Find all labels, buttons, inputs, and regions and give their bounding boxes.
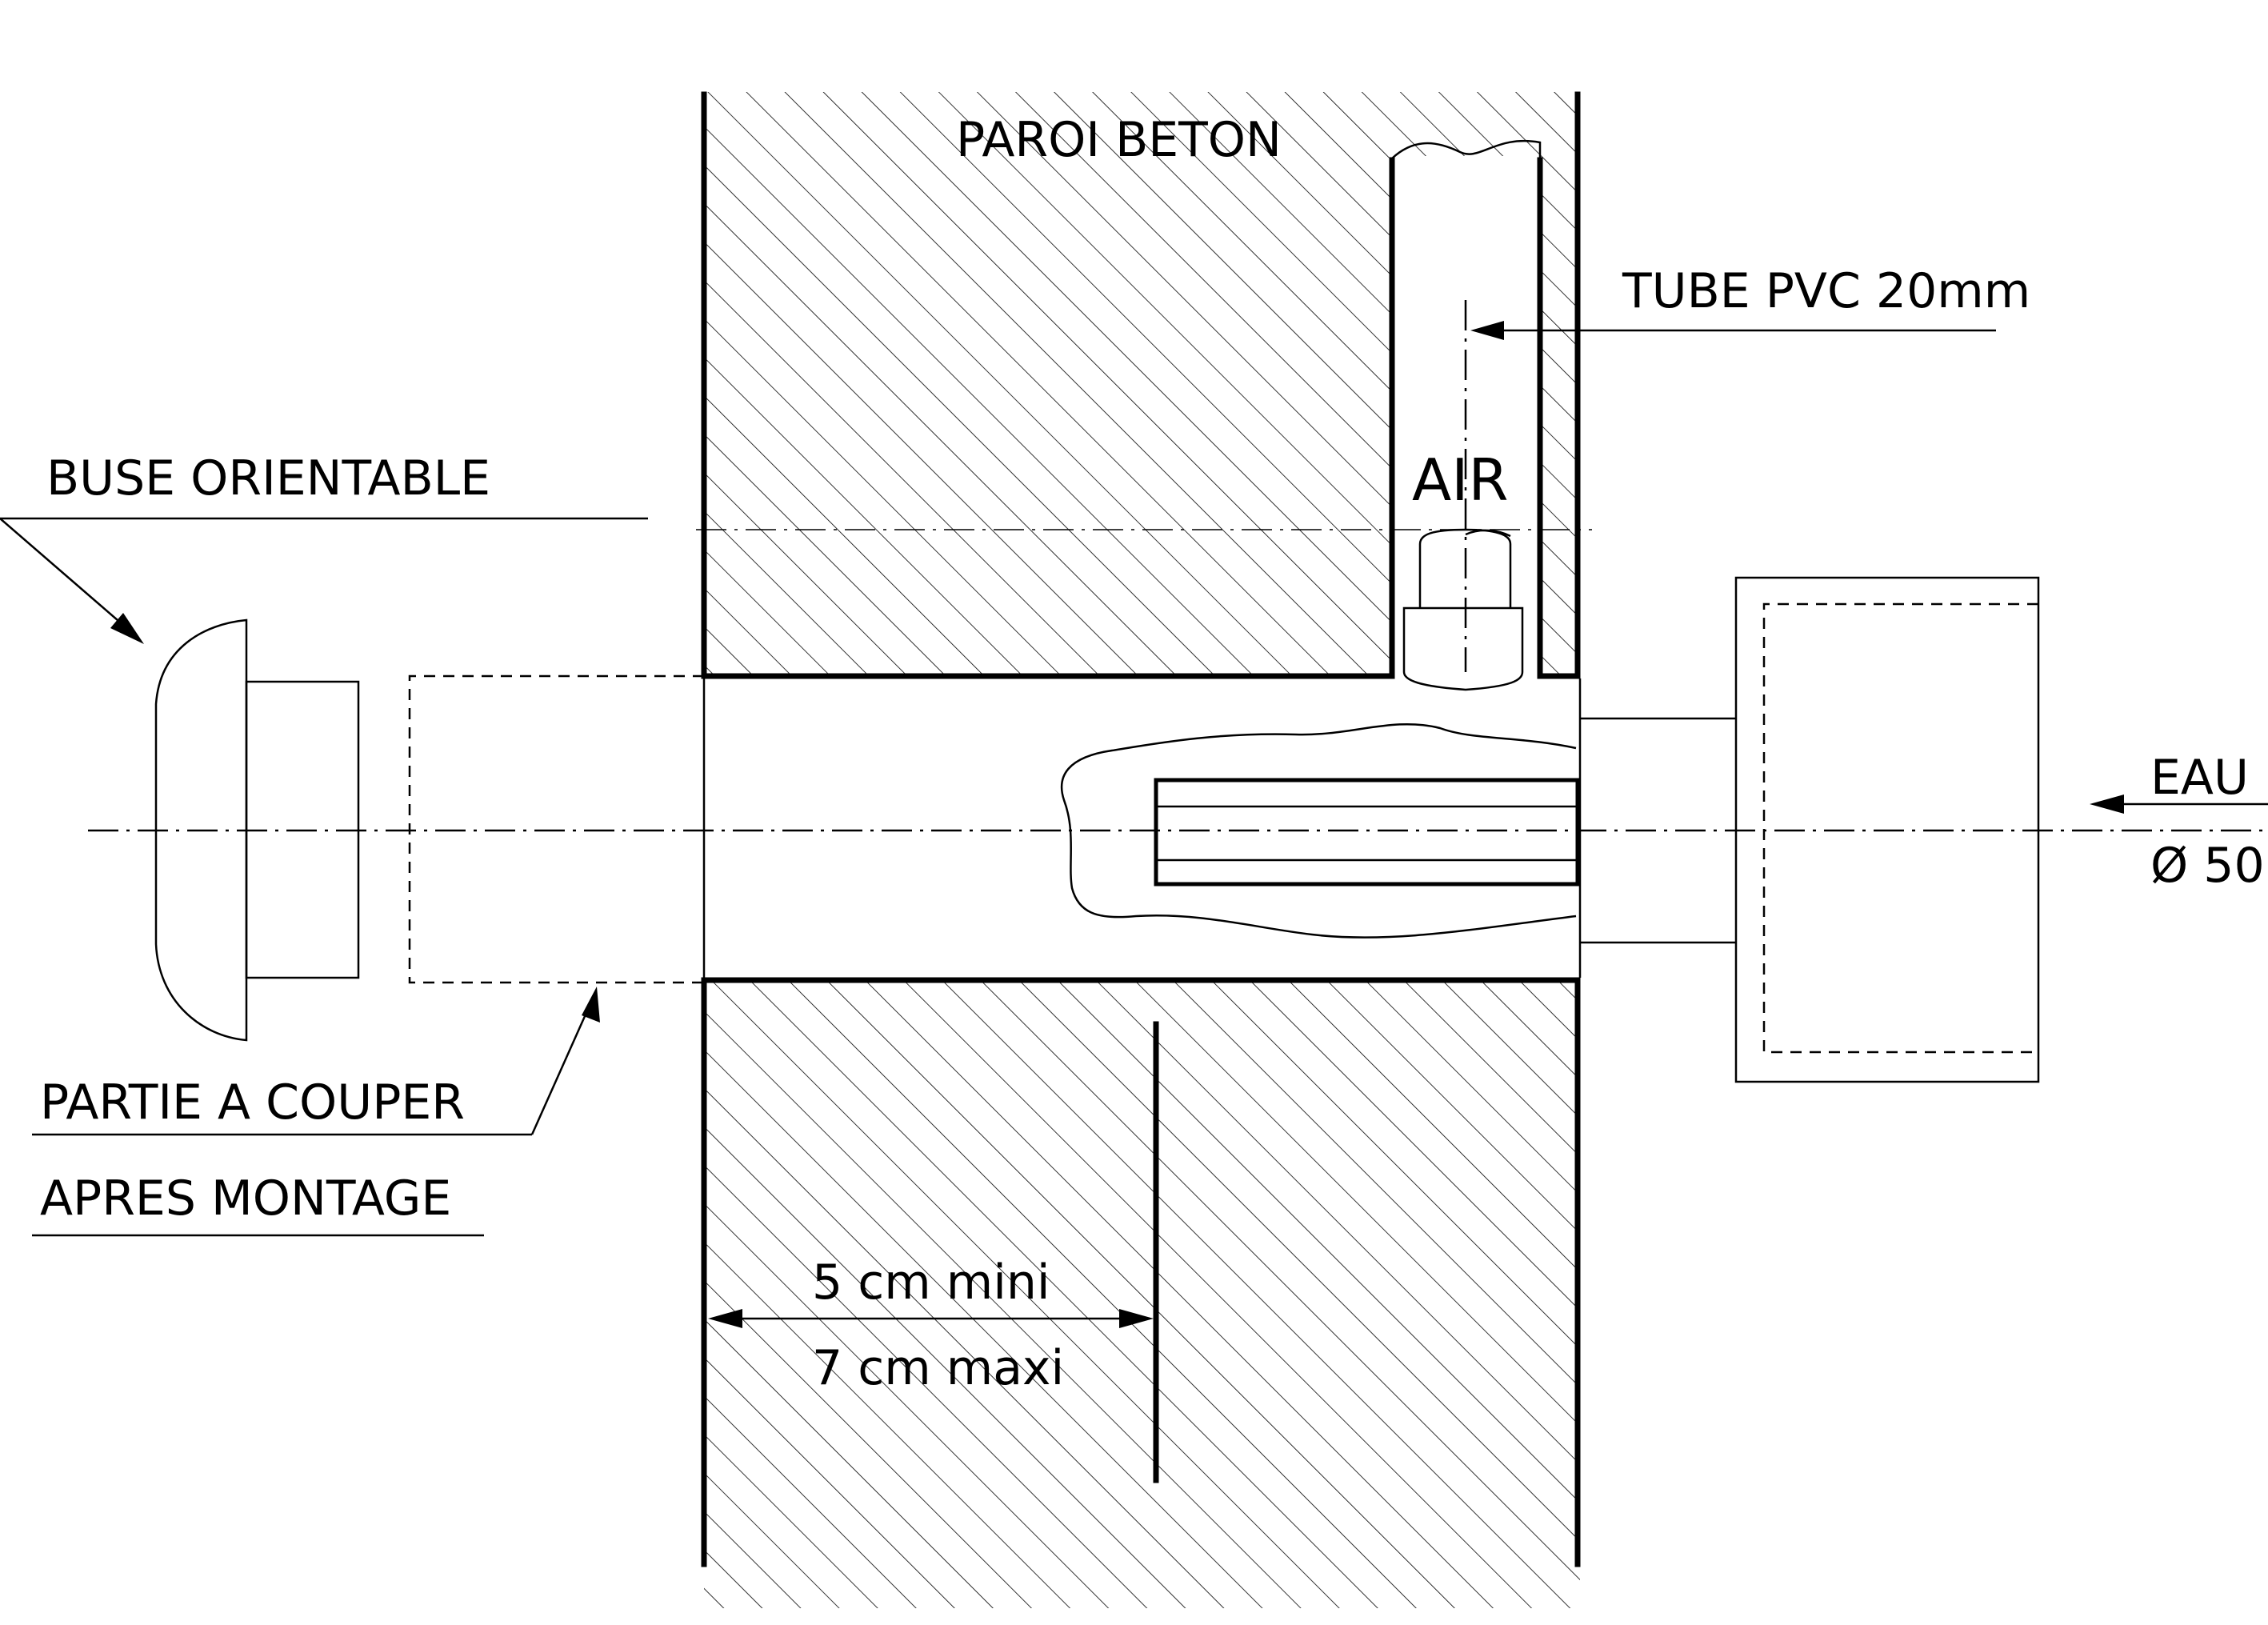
inner-body-cutaway: [1060, 722, 1577, 939]
cut-part-label-line2: APRES MONTAGE: [40, 1171, 451, 1227]
depth-max-label: 7 cm maxi: [812, 1340, 1064, 1396]
depth-min-label: 5 cm mini: [812, 1255, 1050, 1311]
water-inlet-arrow: [2090, 794, 2268, 814]
air-label: AIR: [1412, 446, 1509, 514]
pvc-tube-leader: [1470, 321, 1996, 340]
nozzle-leader: [0, 517, 648, 644]
water-diameter-label: Ø 50: [2150, 838, 2265, 894]
cut-part-label-line1: PARTIE A COUPER: [40, 1075, 465, 1131]
water-label: EAU: [2150, 750, 2249, 806]
pvc-tube-break: [1391, 140, 1542, 160]
cut-part-leader: [32, 987, 600, 1237]
concrete-wall: [701, 91, 1581, 1608]
part-to-cut-outline: [408, 674, 704, 984]
nozzle-insert: [1154, 778, 1580, 887]
pvc-tube-label: TUBE PVC 20mm: [1622, 263, 2030, 319]
nozzle-label: BUSE ORIENTABLE: [46, 450, 490, 506]
depth-dimension: [708, 1309, 1154, 1328]
air-fitting: [1402, 528, 1524, 691]
wall-upper-hatch: [704, 92, 1580, 678]
wall-lower-hatch: [704, 980, 1580, 1608]
wall-label: PAROI BETON: [956, 112, 1282, 168]
